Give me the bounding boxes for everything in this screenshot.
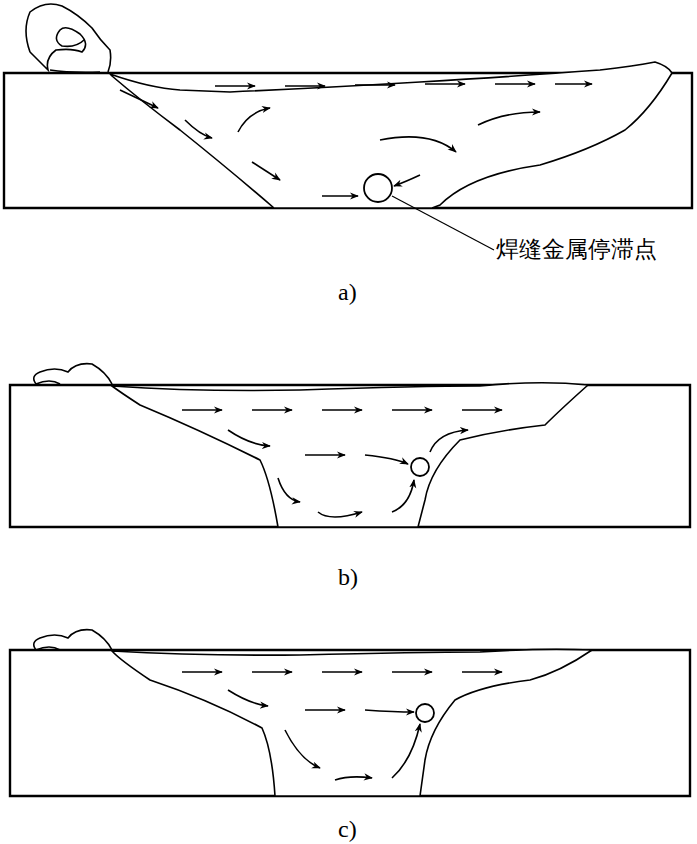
- panel-c: [10, 630, 690, 796]
- panel-label: a): [338, 278, 357, 307]
- callout-label: 焊缝金属停滞点: [496, 236, 657, 264]
- panel-b: [10, 364, 690, 527]
- panel-a: [4, 4, 692, 250]
- panel-label: c): [338, 815, 357, 844]
- panel-label: b): [338, 563, 358, 592]
- leader-line: [392, 196, 494, 250]
